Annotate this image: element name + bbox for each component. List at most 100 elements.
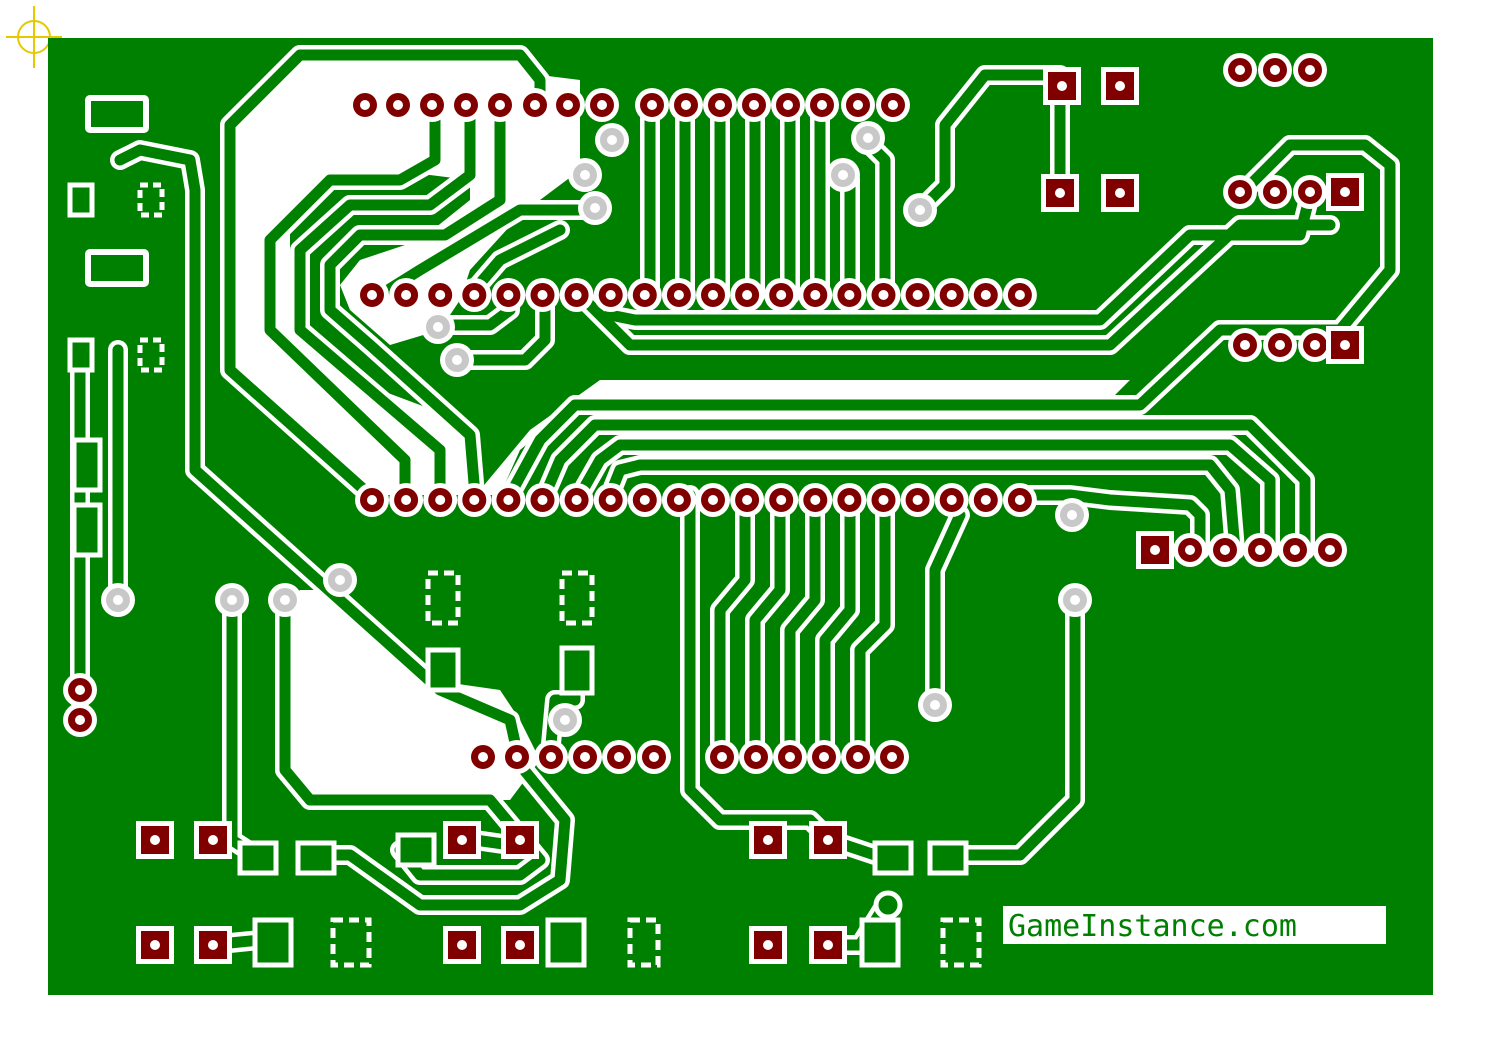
ic-pad (423, 278, 458, 312)
ic-pad (934, 483, 969, 517)
ic-pad (525, 483, 560, 517)
via (323, 563, 357, 597)
ic-pad (737, 88, 771, 122)
ic-pad (968, 278, 1003, 312)
header-pad (705, 740, 739, 774)
ic-pad (1002, 483, 1037, 517)
ic-pad (730, 483, 765, 517)
header-pad (500, 740, 534, 774)
square-pad (1041, 174, 1079, 212)
ic-pad (559, 278, 594, 312)
ic-pad (696, 483, 730, 517)
square-pad (749, 821, 787, 859)
ic-pad (805, 88, 839, 122)
crosshair-icon (6, 6, 62, 68)
via (1055, 498, 1089, 532)
ic-pad (703, 88, 737, 122)
ic-pad (635, 88, 669, 122)
ic-pad (841, 88, 875, 122)
header-pad (875, 740, 909, 774)
ic-pad (355, 483, 389, 517)
square-pad (443, 821, 481, 859)
connector-pad (1258, 175, 1292, 209)
connector-pad (63, 673, 97, 707)
header-pad (534, 740, 568, 774)
ic-pad (559, 483, 594, 517)
connector-pad (1263, 328, 1297, 362)
copper-clearance-area (230, 50, 1130, 495)
connector-pad (1293, 175, 1327, 209)
ic-pad (661, 483, 696, 517)
ic-pad (518, 88, 552, 122)
square-pad (1136, 531, 1174, 569)
ic-pad (551, 88, 585, 122)
square-pad (1101, 174, 1139, 212)
ic-pad (832, 278, 867, 312)
square-pad (501, 926, 539, 964)
ic-pad (348, 88, 382, 122)
ic-pad (389, 278, 424, 312)
ic-pad (585, 88, 619, 122)
via (268, 583, 302, 617)
ic-pad (968, 483, 1003, 517)
square-pad (443, 926, 481, 964)
connector-pad (63, 703, 97, 737)
ic-pad (457, 483, 492, 517)
ic-pad (866, 278, 901, 312)
label-background (1003, 906, 1386, 944)
ic-pad (934, 278, 969, 312)
square-pad (809, 821, 847, 859)
connector-pad (1243, 533, 1277, 567)
smd-pads (67, 95, 982, 968)
via (421, 310, 455, 344)
via (578, 191, 612, 225)
ic-pad (491, 483, 526, 517)
ic-pad (415, 88, 449, 122)
connector-pad (1208, 533, 1242, 567)
square-pad (1043, 67, 1081, 105)
ic-pad (457, 278, 492, 312)
ic-pad (764, 278, 799, 312)
ic-pad (832, 483, 867, 517)
via (548, 703, 582, 737)
square-pad (1326, 173, 1364, 211)
connector-pad (1258, 53, 1292, 87)
header-pad (466, 740, 500, 774)
square-pad (136, 821, 174, 859)
ic-pad (423, 483, 458, 517)
via (215, 583, 249, 617)
label-text: GameInstance.com (1008, 909, 1297, 944)
ic-pad (593, 278, 628, 312)
via (101, 583, 135, 617)
ic-pad (669, 88, 703, 122)
square-pad (1326, 326, 1364, 364)
connector-pad (1298, 328, 1332, 362)
via-layer (101, 121, 1092, 737)
square-pad (194, 821, 232, 859)
ic-pad (593, 483, 628, 517)
ic-pad (627, 278, 662, 312)
square-pad (501, 821, 539, 859)
via (568, 158, 602, 192)
ic-pad (866, 483, 901, 517)
pad-layer (63, 53, 1347, 774)
ic-pad (355, 278, 389, 312)
ic-pad (798, 278, 833, 312)
square-pad (809, 926, 847, 964)
square-pad (194, 926, 232, 964)
connector-pad (1278, 533, 1312, 567)
via (918, 688, 952, 722)
via (826, 158, 860, 192)
ic-pad (483, 88, 517, 122)
header-pad (739, 740, 773, 774)
header-pad (637, 740, 671, 774)
header-pad (568, 740, 602, 774)
header-pad (807, 740, 841, 774)
ic-pad (627, 483, 662, 517)
connector-pad (1173, 533, 1207, 567)
header-pad (773, 740, 807, 774)
connector-pad (1223, 53, 1257, 87)
ic-pad (661, 278, 696, 312)
connector-pad (1228, 328, 1262, 362)
